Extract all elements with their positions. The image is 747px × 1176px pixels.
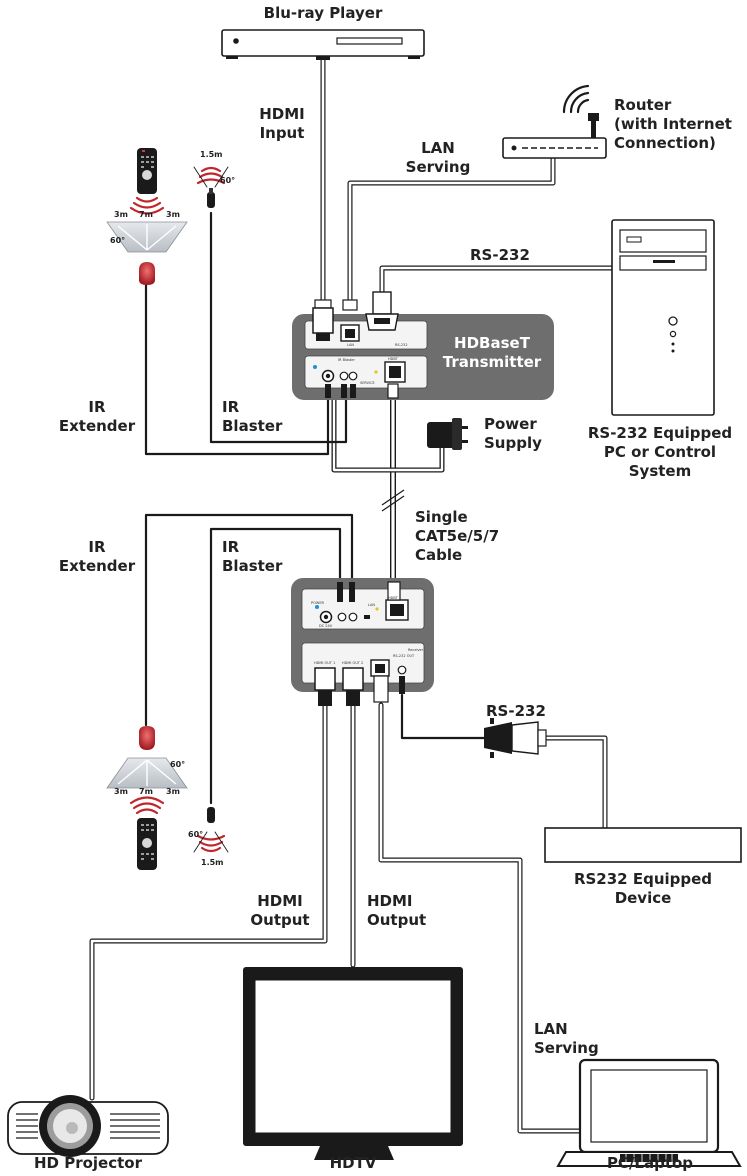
ir-extender-angle-top: 60° <box>110 236 126 245</box>
tx-hdbt-port-label: HDBT <box>388 357 398 361</box>
ir-signal-waves-bottom <box>129 796 165 815</box>
rx-rs232-out-label: RS-232 OUT <box>393 654 415 658</box>
ir-extender-range-right-top: 3m <box>166 210 180 219</box>
lan-serving-top-label: LAN Serving <box>405 139 471 176</box>
tx-service-port-label: SERVICE <box>360 381 375 385</box>
ir-extender-range-left-top: 3m <box>114 210 128 219</box>
ir-blaster-angle-top: 60° <box>220 176 236 185</box>
wifi-icon <box>562 84 590 114</box>
tx-lan-port <box>340 299 360 342</box>
rs232-cable-bottom <box>400 693 486 740</box>
hdmi-output-cable-1 <box>89 702 328 1101</box>
projector-icon <box>7 1095 169 1157</box>
rx-hdmi-out-1-label: HDMI OUT 1 <box>314 661 336 665</box>
hdtv-icon <box>243 967 463 1160</box>
remote-control-icon-bottom <box>137 818 157 870</box>
rs232-bottom-label: RS-232 <box>486 702 546 720</box>
laptop-icon <box>556 1058 742 1167</box>
remote-control-icon-top <box>137 148 157 194</box>
rs232-cable-top <box>379 265 615 295</box>
tx-bottom-ports <box>313 361 406 399</box>
rx-dc-label: DC 24V <box>319 624 333 628</box>
ir-blaster-angle-bottom: 60° <box>188 830 204 839</box>
ir-extender-cable-top <box>144 283 330 456</box>
router-label: Router (with Internet Connection) <box>614 96 732 152</box>
lan-serving-bottom-label: LAN Serving <box>534 1020 599 1057</box>
ir-extender-range-right-bottom: 3m <box>166 787 180 796</box>
rx-lan-label: LAN <box>368 603 376 607</box>
ir-blaster-distance-top: 1.5m <box>200 150 223 159</box>
ir-extender-angle-bottom: 60° <box>170 760 186 769</box>
ir-blaster-cable-bottom <box>209 527 342 805</box>
ir-blaster-emitter-top <box>207 188 215 208</box>
rx-bottom-ports <box>314 659 407 706</box>
tx-lan-port-label: LAN <box>347 343 355 347</box>
ir-extender-range-center-bottom: 7m <box>139 787 153 796</box>
hdtv-label: HDTV <box>329 1154 377 1172</box>
tx-rs232-port-label: RS-232 <box>395 343 408 347</box>
rs232-top-label: RS-232 <box>470 246 530 264</box>
tx-ir-blaster-port-label: IR Blaster <box>338 358 355 362</box>
ir-blaster-cable-top <box>209 211 348 444</box>
ir-signal-waves-top <box>129 196 165 215</box>
rx-power-label: POWER <box>311 601 324 605</box>
ir-extender-sensor-top <box>139 262 155 285</box>
ir-extender-top-label: IR Extender <box>58 398 136 435</box>
ir-extender-sensor-bottom <box>139 726 155 750</box>
pc-tower-icon <box>611 219 715 416</box>
hdmi-input-label: HDMI Input <box>259 105 305 142</box>
rs232-device-cable <box>542 735 608 831</box>
lan-cable-bottom <box>378 702 583 1134</box>
lan-cable-top <box>347 155 556 303</box>
db9-connector-icon <box>484 718 547 758</box>
rs232-device-icon <box>544 827 742 863</box>
bluray-player-icon <box>221 29 425 60</box>
projector-label: HD Projector <box>33 1154 142 1172</box>
tx-hdmi-port <box>312 299 334 341</box>
bluray-player-label: Blu-ray Player <box>263 4 383 22</box>
ir-blaster-waves-top <box>193 166 229 188</box>
power-cable <box>331 395 445 473</box>
rx-hdbt-label: HDBT <box>388 596 398 600</box>
rx-top-ports <box>315 581 409 624</box>
pc-control-label: RS-232 Equipped PC or Control System <box>587 424 733 480</box>
ir-extender-range-left-bottom: 3m <box>114 787 128 796</box>
ir-extender-fan-bottom <box>106 757 188 789</box>
router-icon <box>502 113 607 159</box>
ir-blaster-top-label: IR Blaster <box>222 398 283 435</box>
laptop-label: PC/Laptop <box>606 1154 694 1172</box>
ir-blaster-distance-bottom: 1.5m <box>201 858 224 867</box>
hdmi-output-2-label: HDMI Output <box>367 892 427 929</box>
ir-extender-bottom-label: IR Extender <box>58 538 136 575</box>
ir-extender-range-center-top: 7m <box>139 210 153 219</box>
hdmi-output-1-label: HDMI Output <box>250 892 310 929</box>
ir-extender-cable-bottom <box>144 513 354 727</box>
cable-break-mark <box>381 489 405 512</box>
ir-blaster-waves-bottom <box>193 831 229 853</box>
rx-hdmi-out-2-label: HDMI OUT 2 <box>342 661 364 665</box>
ir-blaster-emitter-bottom <box>207 807 215 823</box>
power-supply-label: Power Supply <box>484 415 542 452</box>
power-supply-icon <box>427 418 468 450</box>
tx-rs232-port <box>365 291 399 331</box>
ir-extender-fan-top <box>106 221 188 253</box>
transmitter-label: HDBaseT Transmitter <box>442 334 542 371</box>
rx-receiver-label: Receiver <box>408 648 424 652</box>
rs232-device-label: RS232 Equipped Device <box>573 870 713 907</box>
ir-blaster-bottom-label: IR Blaster <box>222 538 283 575</box>
cable-label: Single CAT5e/5/7 Cable <box>415 508 500 564</box>
